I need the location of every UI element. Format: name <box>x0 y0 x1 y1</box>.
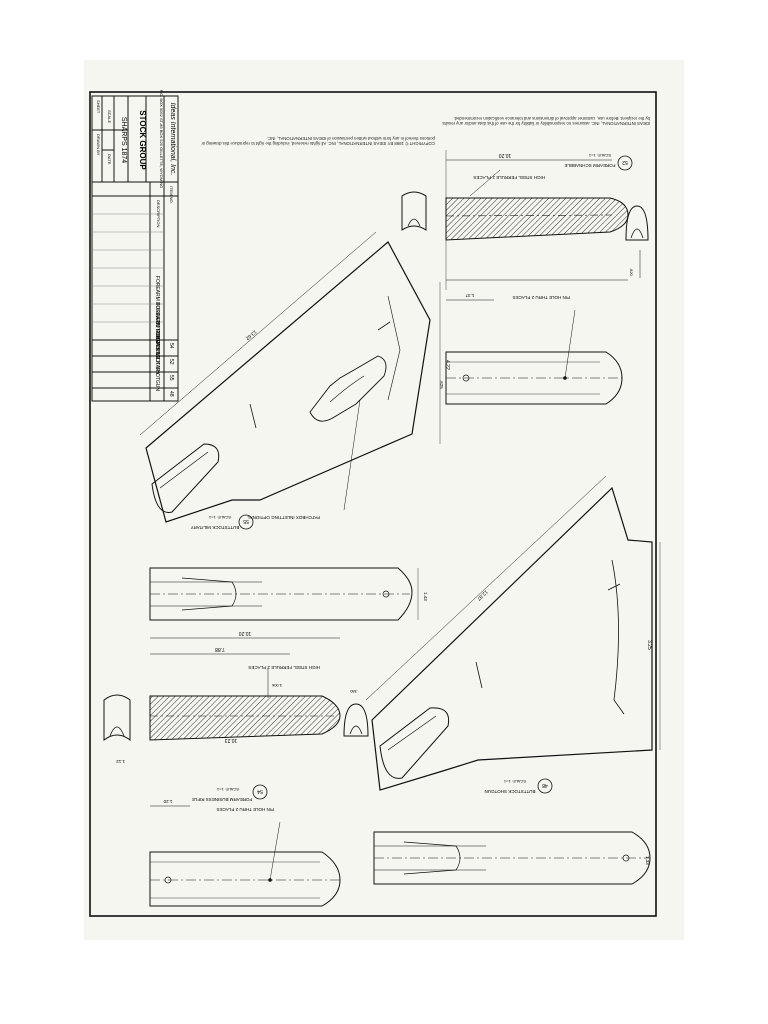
dim-end-width: 1.33 <box>645 856 650 865</box>
view-forearm-business-plan: PIN HOLE THRU 2 PLACES 1.20 <box>149 799 341 907</box>
view-scale: SCALE: 1=1 <box>588 153 611 158</box>
notices: COPYRIGHT © 1998 BY IDEAS INTERNATIONAL,… <box>201 116 650 146</box>
dim-small: 3.006 <box>271 683 282 688</box>
part-no: 48 <box>168 391 174 397</box>
title-scale-label: SCALE <box>107 110 112 123</box>
disclaimer-notice: IDEAS INTERNATIONAL, INC. assumes no res… <box>442 116 650 126</box>
note-ferrule: HIGH STEEL FERRULE 2 PLACES <box>473 175 545 180</box>
pin-note: PIN HOLE THRU 2 PLACES <box>217 807 274 812</box>
dim-pin-offset: 1.37 <box>465 293 474 298</box>
dim-small: 1.12 <box>116 759 125 764</box>
part-desc: BUTTSTOCK MILITARY <box>154 321 160 376</box>
view-forearm-schnabble-plan: PIN HOLE THRU 2 PLACES 1.37 .625 <box>439 293 623 405</box>
dim-pin-offset: 1.20 <box>163 799 172 804</box>
view-caption: FOREARM BUSINESS RIFLE <box>192 797 253 802</box>
dim-end-width: 1.43 <box>423 592 428 601</box>
view-id: 54 <box>257 788 263 794</box>
view-buttstock-shotgun: 12.87 3.25 48 BUTTSTOCK SHOTGUN SCALE: 1… <box>365 475 661 794</box>
part-no: 54 <box>168 343 174 349</box>
dim-business-length: 10.20 <box>239 630 252 636</box>
view-id: 55 <box>243 518 249 524</box>
dim-schnabble-overall: 10.23 <box>225 737 238 743</box>
part-desc: FOREARM BUSINESS RIFLE <box>154 276 160 344</box>
part-no: 52 <box>168 359 174 365</box>
dim-business-partial: 7.88 <box>215 646 225 652</box>
view-buttstock-military-plan: 1.43 <box>149 567 428 621</box>
dim-schnabble-length: 10.20 <box>499 152 512 158</box>
view-id: 48 <box>542 782 548 788</box>
dim-small-end: .820 <box>629 268 634 277</box>
view-forearm-business: 10.20 7.88 HIGH STEEL FERRULE 2 PLACES 1… <box>103 630 369 802</box>
parts-header-desc: DESCRIPTION <box>156 200 161 227</box>
title-rifle: SHARPS 1874 <box>120 117 127 163</box>
title-group: STOCK GROUP <box>138 110 147 170</box>
view-scale: SCALE: 1=1 <box>503 779 526 784</box>
title-company: Ideas International, Inc. <box>169 103 176 176</box>
dim-military-length: 13.62 <box>244 328 258 341</box>
pin-note: PIN HOLE THRU 2 PLACES <box>513 295 570 300</box>
view-forearm-schnabble: 10.23 10.20 .820 HIGH STEEL FERRULE 2 PL… <box>225 150 649 743</box>
dim-small: .625 <box>439 380 444 389</box>
note-patchbox: PATCHBOX INLETTING OPTIONAL <box>247 515 320 520</box>
view-caption: BUTTSTOCK SHOTGUN <box>485 789 536 794</box>
parts-header-no: ITEM NO. <box>169 186 174 204</box>
dim-shotgun-height: 3.25 <box>646 640 652 650</box>
view-buttstock-shotgun-plan: 1.33 <box>373 831 657 885</box>
title-drawn-by-label: DRAWN BY <box>96 134 101 156</box>
view-caption: BUTTSTOCK MILITARY <box>191 525 240 530</box>
dim-shotgun-length: 12.87 <box>475 589 488 602</box>
dim-military-height: 4.22 <box>444 360 450 370</box>
dim-small: .380 <box>349 689 358 694</box>
sheet-border <box>89 91 657 917</box>
note-ferrule: HIGH STEEL FERRULE 2 PLACES <box>248 665 320 670</box>
view-scale: SCALE: 1=1 <box>208 515 231 520</box>
title-date-label: DATE <box>107 154 112 165</box>
title-address: P.O. BOX 9052 ST-89 BOX 520 GILLETTE, WY… <box>159 90 164 188</box>
title-block: STOCK GROUP SHARPS 1874 Ideas Internatio… <box>91 90 179 402</box>
view-id: 52 <box>622 159 628 165</box>
title-sheet-label: SHEET <box>96 100 101 114</box>
view-scale: SCALE: 1=1 <box>216 787 239 792</box>
copyright-notice: COPYRIGHT © 1998 BY IDEAS INTERNATIONAL,… <box>201 136 435 146</box>
view-buttstock-military: 13.62 4.22 PATCHBOX INLETTING OPTIONAL 5… <box>139 231 450 530</box>
part-desc: FOREARM SCHNABBLE <box>154 302 160 359</box>
part-desc: BUTTSTOCK SHOTGUN <box>154 334 160 391</box>
view-caption: FOREARM SCHNABBLE <box>564 163 615 168</box>
part-no: 55 <box>168 375 174 381</box>
